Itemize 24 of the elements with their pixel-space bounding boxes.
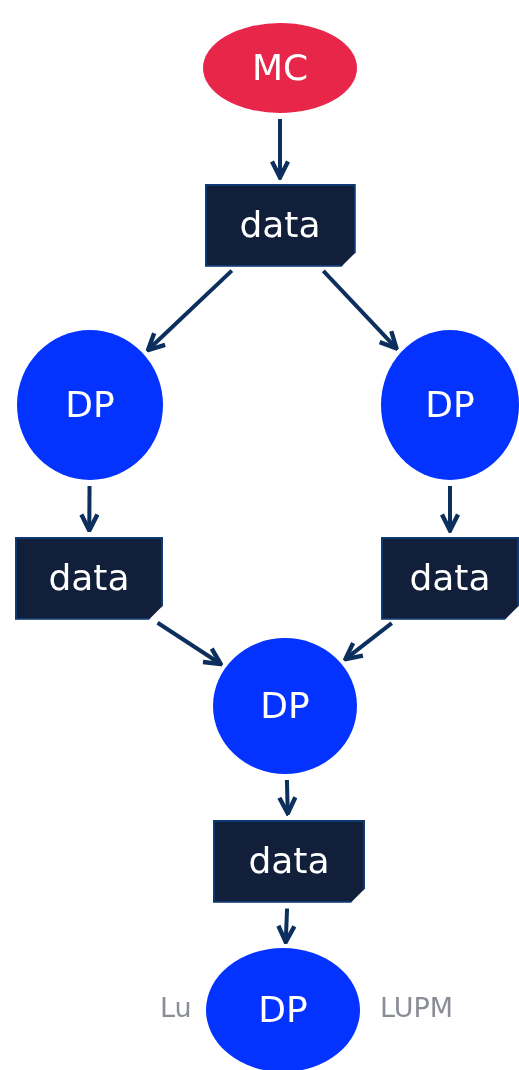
node-label: data <box>239 207 321 243</box>
data-box <box>204 183 356 267</box>
arrow <box>145 269 234 353</box>
node-label: DP <box>258 992 308 1028</box>
footer-text: Lu <box>160 992 192 1023</box>
node-label: data <box>48 560 130 596</box>
node-label: DP <box>260 688 310 724</box>
node-label: data <box>248 843 330 879</box>
arrow <box>79 486 100 533</box>
footer-text: LUPM <box>380 992 454 1023</box>
data-box <box>213 819 365 903</box>
data-box <box>15 536 163 620</box>
arrow <box>269 119 291 180</box>
arrow <box>321 269 399 351</box>
data-box <box>381 536 519 620</box>
arrow <box>276 908 297 945</box>
arrow <box>156 621 223 667</box>
node-label: DP <box>425 387 475 423</box>
arrow <box>439 486 461 533</box>
arrow <box>343 621 393 662</box>
node-label: MC <box>251 50 309 86</box>
arrow <box>277 779 298 816</box>
node-label: data <box>409 560 491 596</box>
node-label: DP <box>65 387 115 423</box>
